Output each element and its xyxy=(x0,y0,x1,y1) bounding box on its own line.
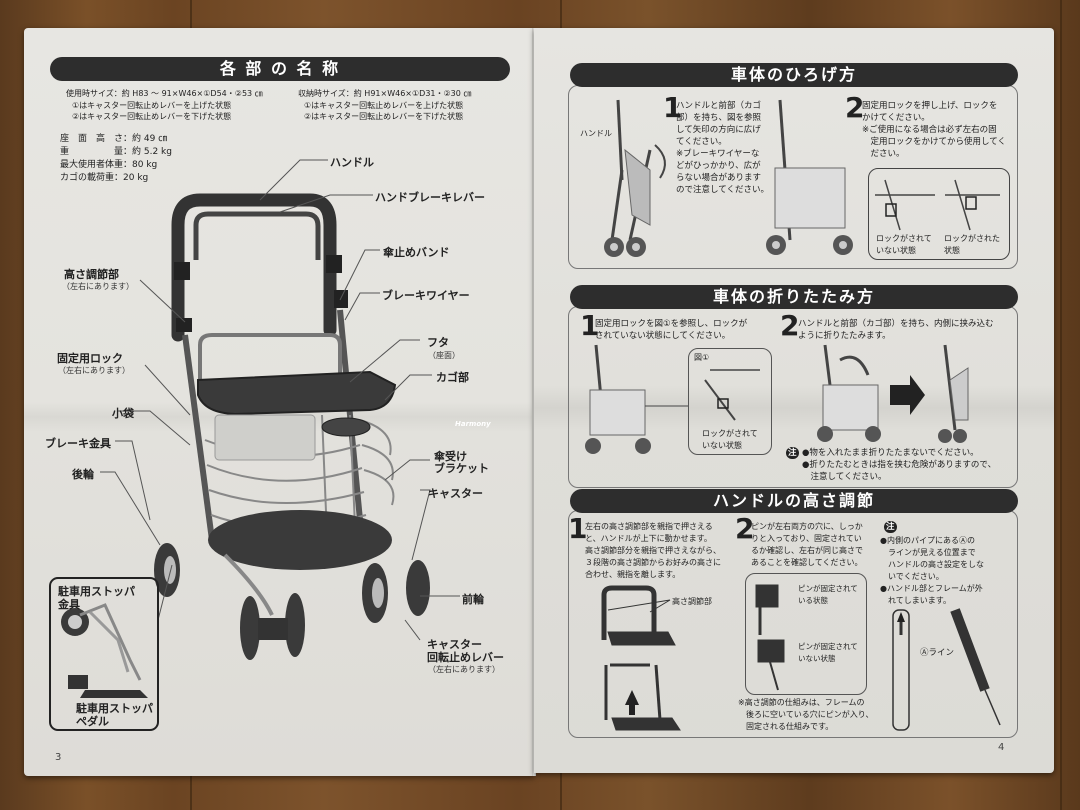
label-handle: ハンドル xyxy=(330,156,374,169)
label-brake-wire: ブレーキワイヤー xyxy=(382,289,470,302)
height-step1-text: 左右の高さ調節部を親指で押さえる と、ハンドルが上下に動かせます。 高さ調節部分… xyxy=(585,522,721,579)
fold-caution-2: ●折りたたむときは指を挟む危険がありますので、 注意してください。 xyxy=(802,460,997,482)
height-step1-number: 1 xyxy=(568,512,588,545)
label-lock-note: （左右にあります） xyxy=(58,366,130,375)
figure-1-label: 図① xyxy=(694,353,710,362)
use-size-note-1: ①はキャスター回転止めレバーを上げた状態 xyxy=(72,101,232,110)
unlocked-label: ロックがされて いない状態 xyxy=(876,234,932,255)
label-lock: 固定用ロック xyxy=(57,352,123,365)
height-caution-icon: 注 xyxy=(884,521,897,533)
wood-seam xyxy=(1060,0,1062,810)
label-brake-fitting: ブレーキ金具 xyxy=(45,437,111,450)
label-rear-wheel: 後輪 xyxy=(72,468,94,481)
basket-load-spec: カゴの載荷重：20 kg xyxy=(60,173,149,183)
figure-1-box xyxy=(688,348,772,455)
fold-step2-text: ハンドルと前部（カゴ部）を持ち、内側に挟み込む ように折りたたみます。 xyxy=(798,319,994,341)
page-number-right: 4 xyxy=(998,742,1005,753)
page-number-left: 3 xyxy=(55,752,62,763)
fold-unlocked-label: ロックがされて いない状態 xyxy=(702,429,758,450)
lock-detail-box xyxy=(868,168,1010,260)
pin-detail-box xyxy=(745,573,867,695)
label-parking-stopper-pedal-2: ペダル xyxy=(76,715,109,728)
label-height-adjust: 高さ調節部 xyxy=(64,268,119,281)
unfold-step2-text: 固定用ロックを押し上げ、ロックを かけてください。 ※ご使用になる場合は必ず左右… xyxy=(862,101,1006,159)
seat-height-spec: 座 面 高 さ：約 49 ㎝ xyxy=(60,134,168,144)
use-size-spec: 使用時サイズ：約 H83 ～ 91×W46×①D54・②53 ㎝ xyxy=(66,89,263,98)
label-parking-stopper-fitting-2: 金具 xyxy=(58,598,80,611)
mechanism-note: ※高さ調節の仕組みは、フレームの 後ろに空いている穴にピンが入り、 固定される仕… xyxy=(738,698,874,731)
label-caster-lever-1: キャスター xyxy=(427,638,482,651)
label-hand-brake-lever: ハンドブレーキレバー xyxy=(375,191,485,204)
pin-not-fixed-label: ピンが固定されて いない状態 xyxy=(798,642,858,663)
fold-header: 車体の折りたたみ方 xyxy=(570,285,1018,309)
height-adjust-part-label: 高さ調節部 xyxy=(672,597,712,606)
label-caster-lever-note: （左右にあります） xyxy=(428,665,500,674)
storage-size-spec: 収納時サイズ：約 H91×W46×①D31・②30 ㎝ xyxy=(298,89,472,98)
brand-plate-text: Harmony xyxy=(455,420,491,428)
unfold-header: 車体のひろげ方 xyxy=(570,63,1018,87)
weight-spec: 重 量：約 5.2 kg xyxy=(60,147,172,157)
label-height-adjust-note: （左右にあります） xyxy=(62,282,134,291)
fold-step2-number: 2 xyxy=(780,309,800,342)
fold-step1-text: 固定用ロックを図①を参照し、ロックが されていない状態にしてください。 xyxy=(595,319,748,341)
unfold-step1-text: ハンドルと前部（カゴ 部）を持ち、図を参照 して矢印の方向に広げ てください。 … xyxy=(676,101,769,195)
label-umbrella-bracket-2: ブラケット xyxy=(434,462,489,475)
use-size-note-2: ②はキャスター回転止めレバーを下げた状態 xyxy=(72,112,232,121)
label-umbrella-bracket-1: 傘受け xyxy=(434,450,467,463)
height-caution-text: ●内側のパイプにあるⒶの ラインが見える位置まで ハンドルの高さ設定をしな いで… xyxy=(880,536,984,605)
fold-caution-1: ●物を入れたまま折りたたまないでください。 xyxy=(802,448,979,458)
height-step2-number: 2 xyxy=(735,512,755,545)
label-pouch: 小袋 xyxy=(112,407,134,420)
unfold-step2-number: 2 xyxy=(845,91,865,124)
label-basket: カゴ部 xyxy=(436,371,469,384)
label-lid: フタ xyxy=(427,336,449,349)
label-parking-stopper-pedal-1: 駐車用ストッパ xyxy=(76,702,153,715)
unfold-handle-label: ハンドル xyxy=(580,129,612,138)
storage-size-note-2: ②はキャスター回転止めレバーを下げた状態 xyxy=(304,112,464,121)
pin-fixed-label: ピンが固定されて いる状態 xyxy=(798,584,858,605)
height-step2-text: ピンが左右両方の穴に、しっか りと入っており、固定されてい るか確認し、左右が同… xyxy=(751,522,863,567)
shopping-cart-illustration xyxy=(49,159,460,731)
fold-step1-number: 1 xyxy=(580,309,600,342)
fold-caution-icon: 注 xyxy=(786,447,799,459)
height-adjust-header: ハンドルの高さ調節 xyxy=(570,489,1018,513)
max-user-weight-spec: 最大使用者体重：80 kg xyxy=(60,160,158,170)
label-parking-stopper-fitting-1: 駐車用ストッパ xyxy=(58,585,135,598)
label-caster-lever-2: 回転止めレバー xyxy=(427,651,504,664)
label-front-wheel: 前輪 xyxy=(462,593,484,606)
a-line-label: Ⓐライン xyxy=(920,648,955,658)
label-caster: キャスター xyxy=(428,487,483,500)
label-lid-note: （座面） xyxy=(428,351,460,360)
unfold-step1-number: 1 xyxy=(663,91,683,124)
locked-label: ロックがされた 状態 xyxy=(944,234,1000,255)
parts-names-header: 各 部 の 名 称 xyxy=(50,57,510,81)
label-umbrella-band: 傘止めバンド xyxy=(383,246,450,259)
storage-size-note-1: ①はキャスター回転止めレバーを上げた状態 xyxy=(304,101,464,110)
